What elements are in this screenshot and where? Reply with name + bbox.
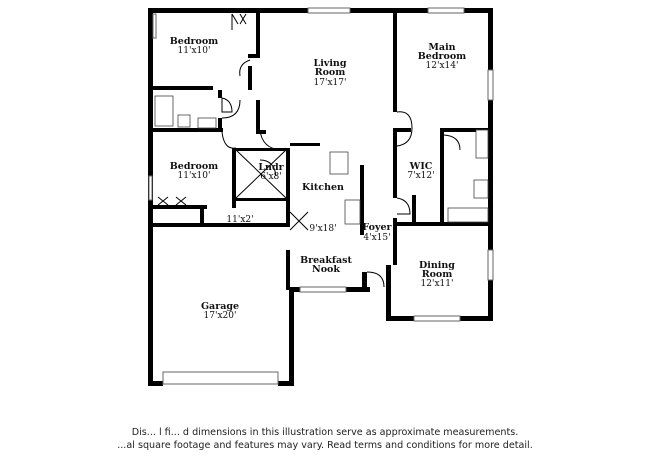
sink <box>197 117 217 129</box>
room-dimension: 6'x8' <box>260 172 281 182</box>
room-label: Kitchen <box>302 182 344 193</box>
toilet <box>473 179 489 199</box>
disclaimer-line: Dis... l fi... d dimensions in this illu… <box>131 427 519 438</box>
windows <box>148 7 494 385</box>
room-label: WIC <box>409 161 433 172</box>
room-label: Bedroom <box>170 36 218 47</box>
stove <box>344 199 361 225</box>
room-dimension: 7'x12' <box>407 171 434 181</box>
room-label: Bedroom <box>170 161 218 172</box>
window <box>148 175 153 201</box>
room-dimension: 11'x10' <box>178 171 211 181</box>
garage-door <box>162 371 279 385</box>
window <box>152 13 157 39</box>
room-label: Breakfast <box>300 255 352 266</box>
room-dimension: 12'x11' <box>421 279 454 289</box>
fixtures <box>154 95 489 225</box>
room-dimension: 4'x15' <box>363 233 390 243</box>
room-label: Lndr <box>258 162 284 173</box>
shower <box>447 207 489 223</box>
disclaimer: Dis... l fi... d dimensions in this illu… <box>0 426 650 452</box>
room-dimension: 17'x20' <box>204 311 237 321</box>
window <box>413 315 461 322</box>
doors <box>157 13 461 288</box>
room-label: Foyer <box>362 222 392 233</box>
room-label: Nook <box>312 264 340 275</box>
room-dimension: 11'x10' <box>178 46 211 56</box>
room-label: Main <box>428 42 455 53</box>
kitchen-sink <box>329 151 349 175</box>
room-label: Room <box>422 269 453 280</box>
room-label: Dining <box>419 260 455 271</box>
interior-walls <box>153 8 493 290</box>
room-dimension: 12'x14' <box>426 61 459 71</box>
disclaimer-line: ...al square footage and features may va… <box>117 440 533 451</box>
room-labels: Bedroom 11'x10' Living Room 17'x17' Main… <box>170 36 466 321</box>
room-label: Garage <box>201 301 239 312</box>
room-dimension: 17'x17' <box>314 78 347 88</box>
room-label: Bedroom <box>418 51 466 62</box>
window <box>487 69 494 101</box>
window <box>307 7 351 14</box>
room-label: Living <box>314 58 347 69</box>
bathtub <box>154 95 174 127</box>
window <box>487 249 494 281</box>
window <box>299 286 347 293</box>
window <box>427 7 465 14</box>
vanity <box>475 129 489 159</box>
room-label: Room <box>315 67 346 78</box>
room-dimension: 11'x2' <box>226 215 253 225</box>
room-dimension: 9'x18' <box>309 224 336 234</box>
toilet <box>177 114 191 128</box>
